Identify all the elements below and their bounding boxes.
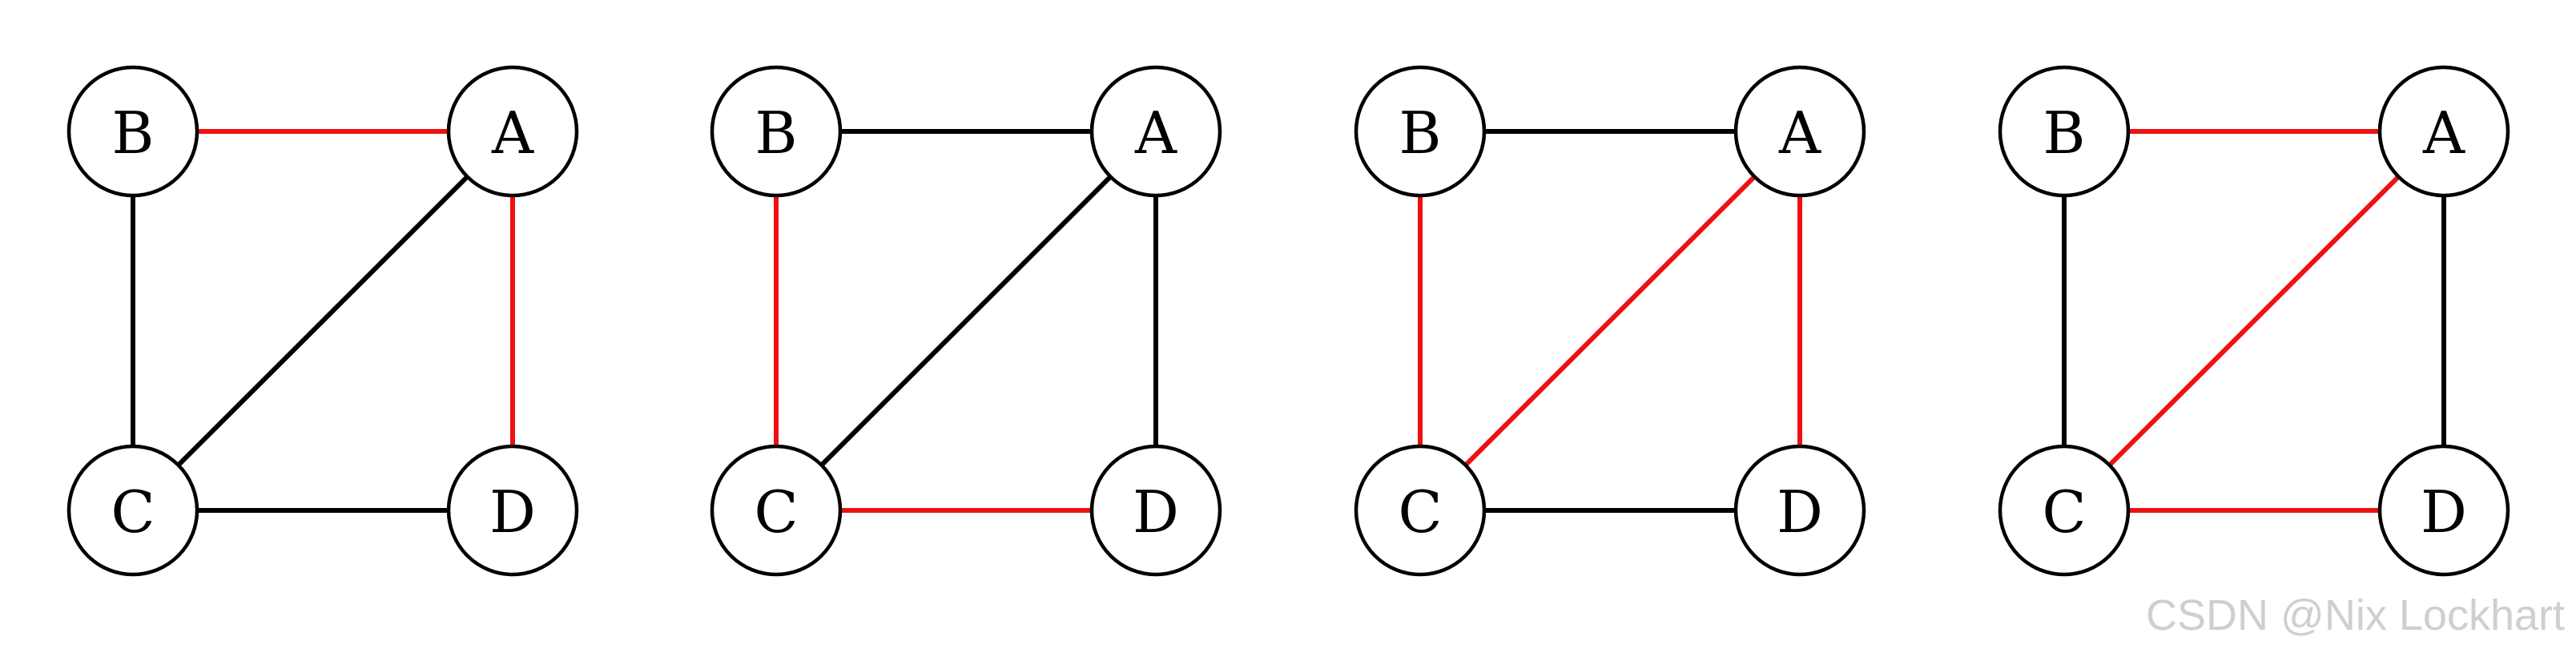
- node-c: C: [710, 444, 843, 577]
- node-a: A: [1733, 65, 1866, 198]
- node-label: D: [1777, 478, 1823, 546]
- node-circle: [1354, 444, 1487, 577]
- node-circle: [1354, 65, 1487, 198]
- node-circle: [66, 65, 199, 198]
- node-circle: [710, 444, 843, 577]
- node-circle: [710, 65, 843, 198]
- node-a: A: [1089, 65, 1222, 198]
- graph-panel-4: B A C D: [1998, 65, 2510, 577]
- node-label: C: [754, 478, 798, 546]
- edge-c-a: [176, 175, 469, 467]
- node-label: B: [112, 99, 155, 167]
- node-circle: [1733, 65, 1866, 198]
- node-label: C: [2042, 478, 2086, 546]
- node-label: D: [489, 478, 536, 546]
- node-d: D: [1733, 444, 1866, 577]
- edge-c-a: [1463, 175, 1757, 467]
- node-label: A: [2422, 99, 2465, 167]
- node-c: C: [1998, 444, 2131, 577]
- node-label: D: [2421, 478, 2467, 546]
- graph-panel-3: B A C D: [1354, 65, 1866, 577]
- node-label: A: [1134, 99, 1177, 167]
- node-d: D: [446, 444, 579, 577]
- node-circle: [2377, 65, 2510, 198]
- node-circle: [1998, 444, 2131, 577]
- node-a: A: [2377, 65, 2510, 198]
- node-b: B: [1354, 65, 1487, 198]
- graph-panel-2: B A C D: [710, 65, 1222, 577]
- node-a: A: [446, 65, 579, 198]
- node-c: C: [66, 444, 199, 577]
- node-circle: [1998, 65, 2131, 198]
- node-b: B: [710, 65, 843, 198]
- node-b: B: [1998, 65, 2131, 198]
- node-circle: [446, 65, 579, 198]
- node-circle: [1089, 65, 1222, 198]
- node-label: D: [1133, 478, 1179, 546]
- node-d: D: [1089, 444, 1222, 577]
- watermark: CSDN @Nix Lockhart: [2146, 591, 2565, 639]
- node-c: C: [1354, 444, 1487, 577]
- node-circle: [446, 444, 579, 577]
- node-b: B: [66, 65, 199, 198]
- node-circle: [66, 444, 199, 577]
- edge-c-a: [2107, 175, 2401, 467]
- node-d: D: [2377, 444, 2510, 577]
- node-label: B: [2043, 99, 2086, 167]
- node-circle: [1089, 444, 1222, 577]
- edge-c-a: [819, 175, 1113, 467]
- node-circle: [2377, 444, 2510, 577]
- node-label: B: [1399, 99, 1442, 167]
- node-label: A: [491, 99, 534, 167]
- graph-panel-1: B A C D: [66, 65, 579, 577]
- node-label: B: [755, 99, 798, 167]
- node-circle: [1733, 444, 1866, 577]
- node-label: A: [1778, 99, 1821, 167]
- node-label: C: [1398, 478, 1442, 546]
- node-label: C: [111, 478, 155, 546]
